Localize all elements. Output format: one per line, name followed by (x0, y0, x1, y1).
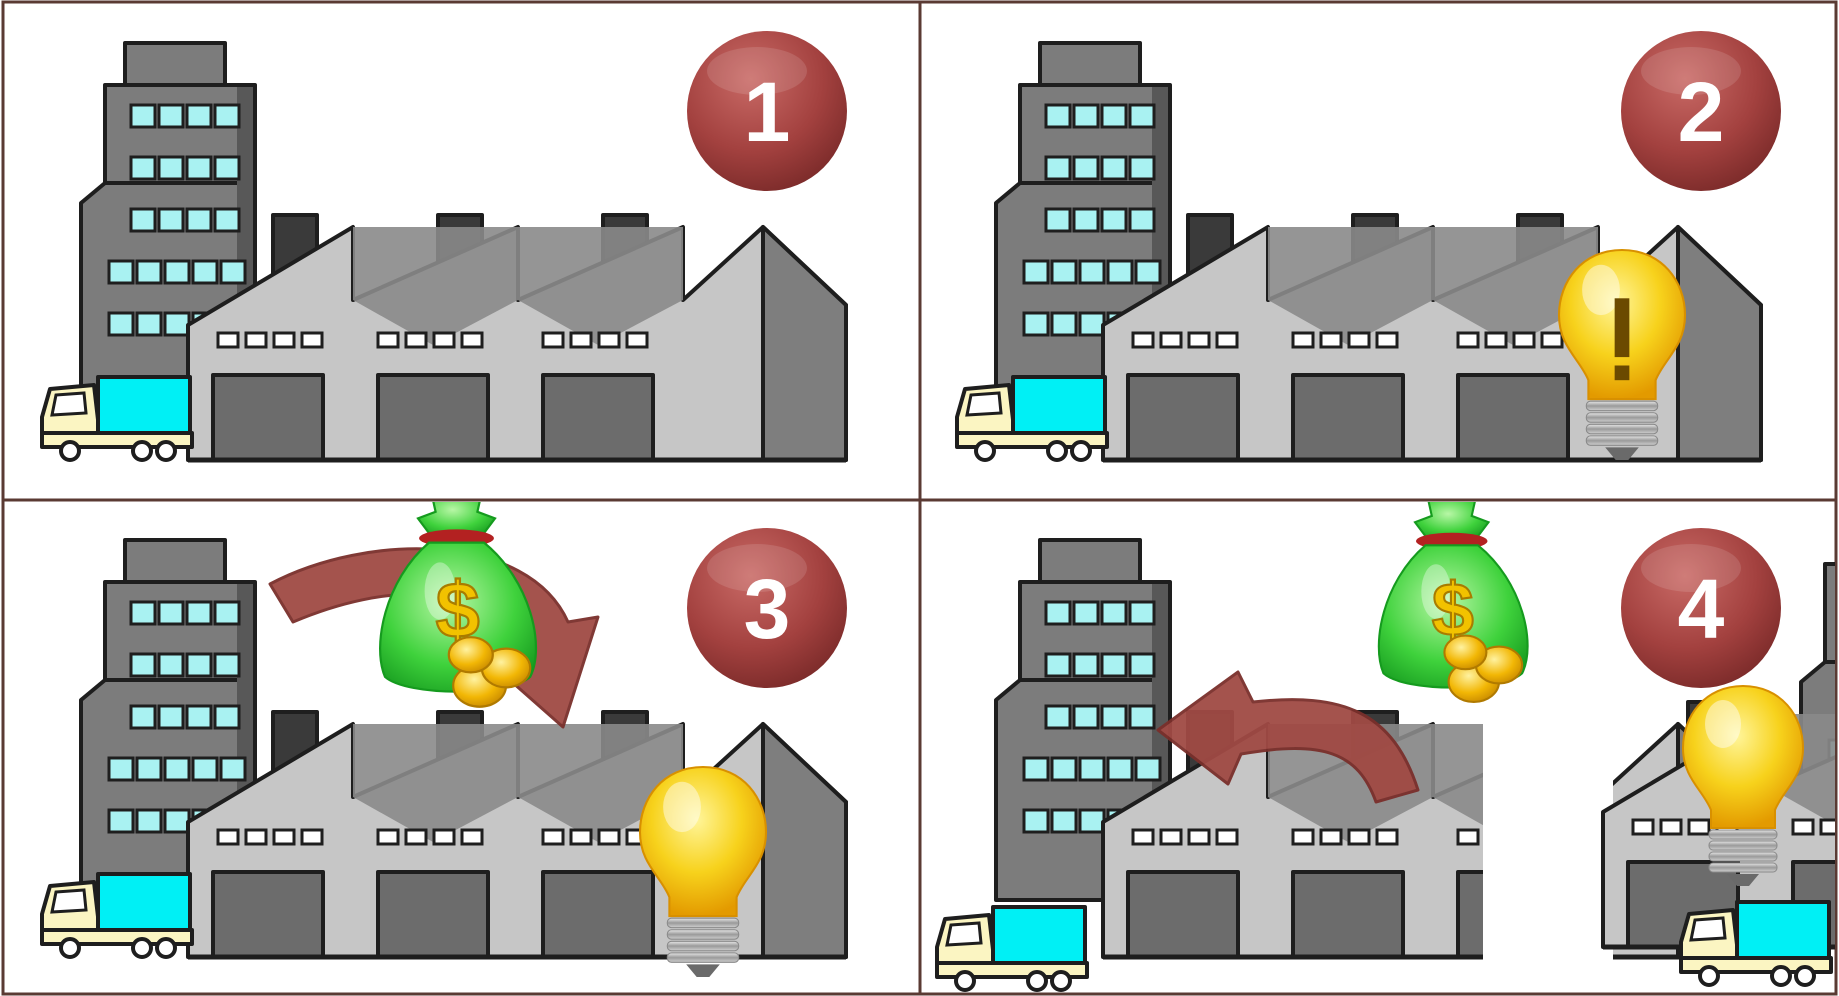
panel-1: 1 (42, 31, 847, 460)
step-number: 3 (744, 562, 791, 656)
step-number: 4 (1678, 562, 1725, 656)
factory-icon (188, 215, 846, 460)
step-number-badge: 3 (687, 528, 847, 688)
step-number: 2 (1678, 65, 1725, 159)
step-number-badge: 4 (1621, 528, 1781, 688)
money-bag-icon: $ (380, 492, 536, 707)
panel-3: $3 (42, 492, 847, 977)
panel-4: $4 (937, 497, 1839, 996)
truck-icon (957, 377, 1107, 460)
scene-split-gap (1483, 682, 1613, 996)
money-bag-icon: $ (1379, 497, 1528, 702)
step-number: 1 (744, 65, 791, 159)
step-number-badge: 1 (687, 31, 847, 191)
truck-icon (42, 377, 192, 460)
truck-icon (1681, 902, 1831, 985)
step-number-badge: 2 (1621, 31, 1781, 191)
truck-icon (42, 874, 192, 957)
truck-icon (937, 907, 1087, 990)
panel-2: 2 (957, 31, 1781, 460)
